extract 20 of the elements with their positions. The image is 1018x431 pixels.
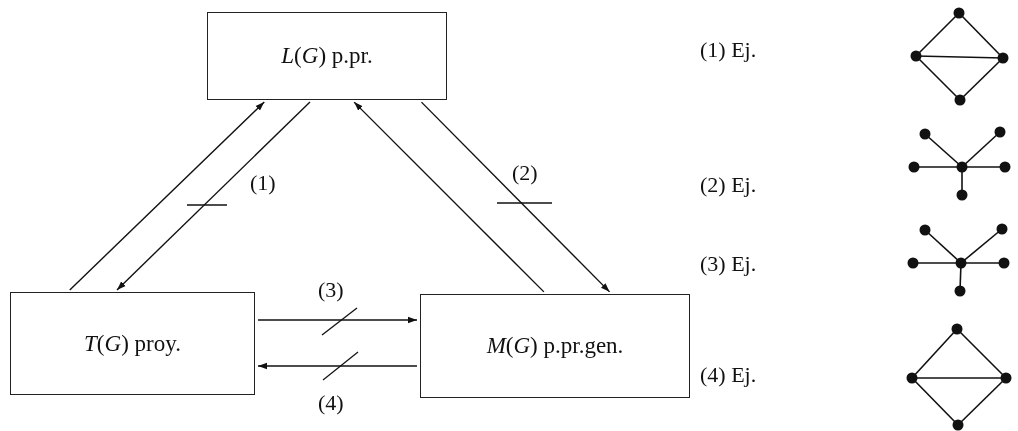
example-label: (1) Ej. xyxy=(700,39,757,61)
arrow xyxy=(353,101,545,293)
text-box xyxy=(420,294,690,398)
example-label: (3) Ej. xyxy=(700,253,757,275)
text-box xyxy=(207,12,447,100)
edge-label: (4) xyxy=(318,392,344,414)
arrow xyxy=(69,101,265,291)
box-label: M(G) p.pr.gen. xyxy=(486,333,624,359)
arrow xyxy=(257,316,418,324)
arrow xyxy=(116,101,311,291)
text-box xyxy=(10,292,255,395)
example-label: (2) Ej. xyxy=(700,174,757,196)
edge-label: (2) xyxy=(512,162,538,184)
box-label: T(G) proy. xyxy=(84,330,181,357)
example-label: (4) Ej. xyxy=(700,364,757,386)
box-label: L(G) p.pr. xyxy=(281,43,373,69)
edge-label: (1) xyxy=(250,172,276,194)
edge-label: (3) xyxy=(318,279,344,301)
arrow xyxy=(420,101,611,293)
arrow xyxy=(257,362,418,370)
